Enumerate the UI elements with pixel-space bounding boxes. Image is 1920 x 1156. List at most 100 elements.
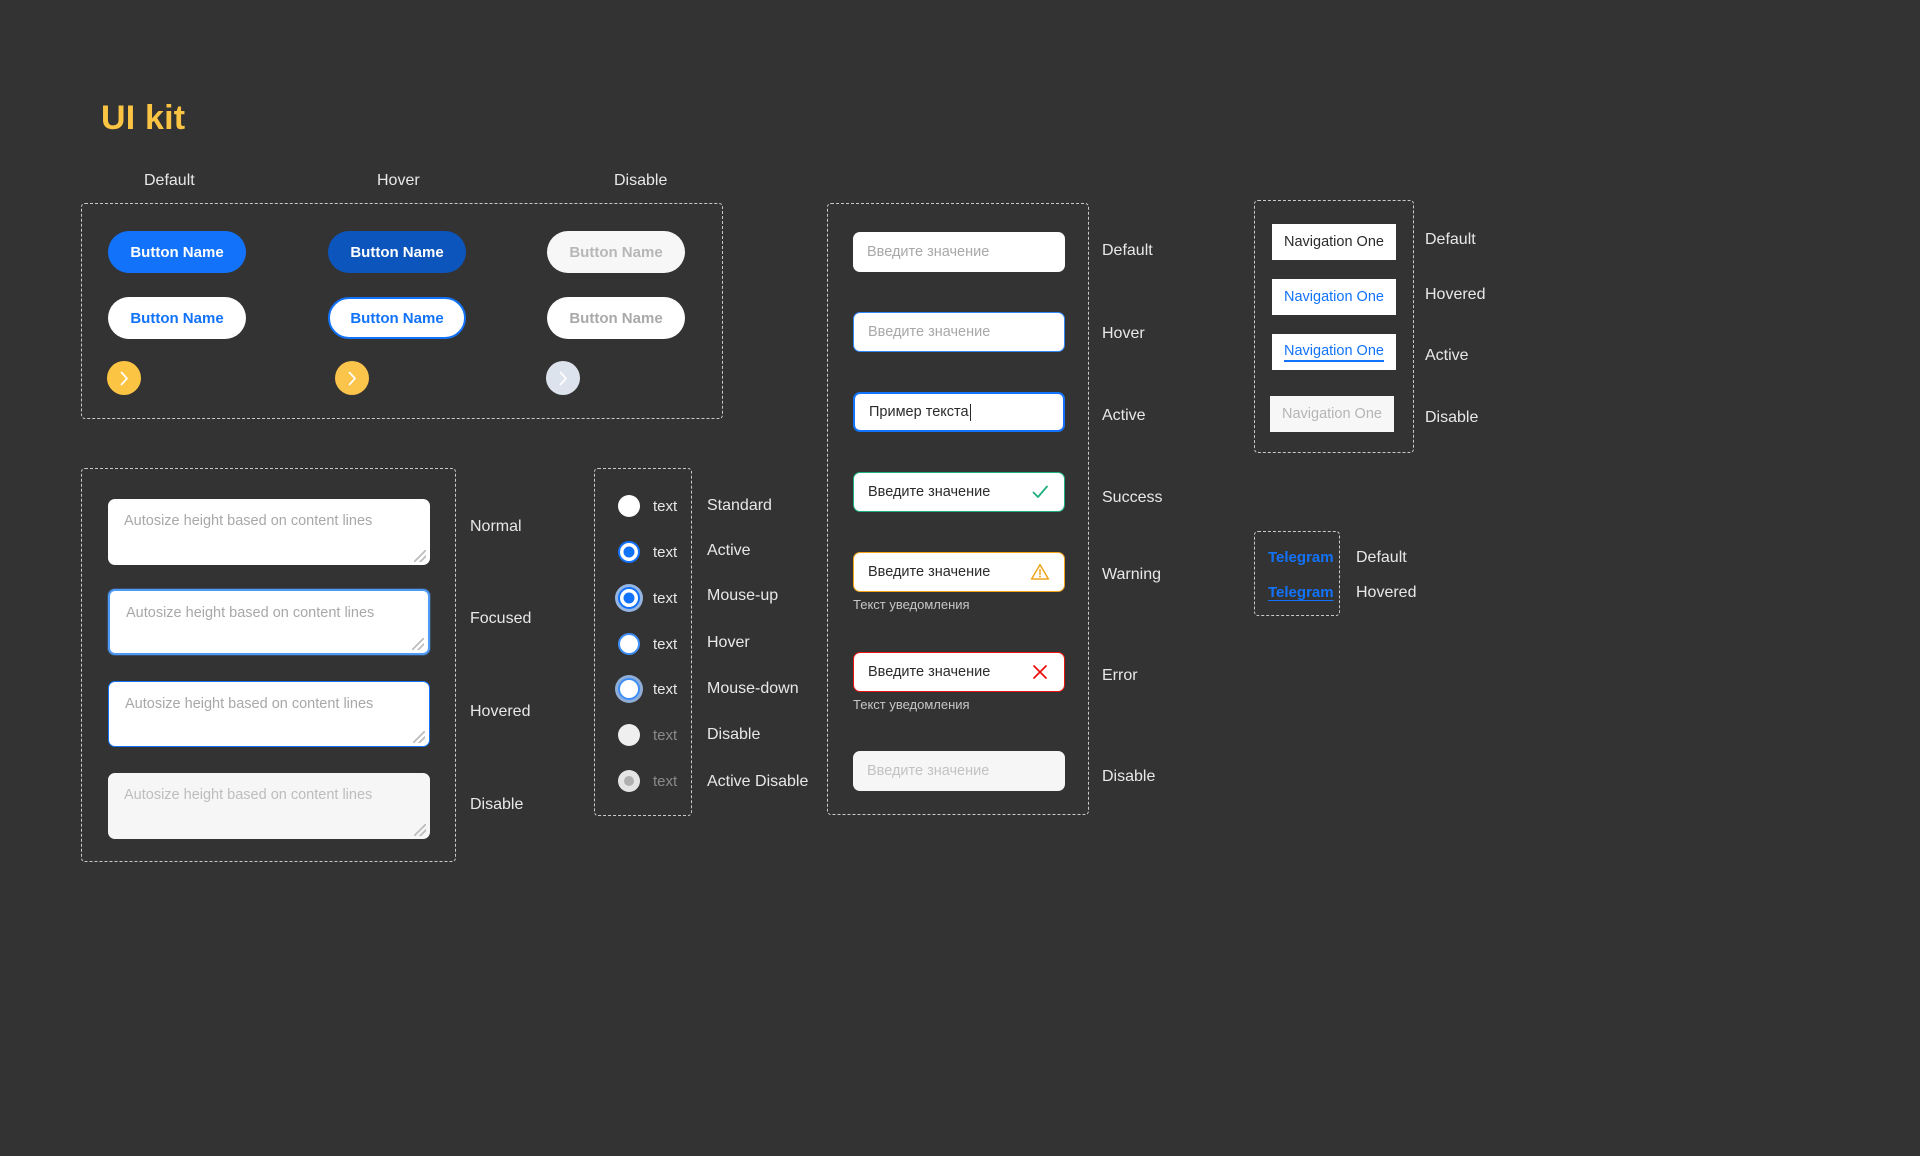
chevron-button-disabled <box>546 361 580 395</box>
radio-state-label-mouse-down: Mouse-down <box>707 680 799 697</box>
radio-icon-hover[interactable] <box>618 633 640 655</box>
input-state-label-default: Default <box>1102 242 1153 259</box>
input-default[interactable]: Введите значение <box>853 232 1065 272</box>
radio-icon-active[interactable] <box>618 541 640 563</box>
close-x-icon <box>1030 662 1050 682</box>
nav-item-label: Navigation One <box>1282 406 1382 422</box>
primary-button-default[interactable]: Button Name <box>108 231 246 273</box>
textarea-placeholder: Autosize height based on content lines <box>124 787 373 803</box>
chevron-button-default[interactable] <box>107 361 141 395</box>
radio-icon-disable <box>618 724 640 746</box>
text-caret <box>969 403 971 421</box>
secondary-button-disabled: Button Name <box>547 297 685 339</box>
textarea-group-frame <box>81 468 456 862</box>
nav-state-label-active: Active <box>1425 347 1469 364</box>
resize-grip-icon[interactable] <box>412 638 424 650</box>
radio-label: text <box>653 589 678 607</box>
input-state-label-warning: Warning <box>1102 566 1161 583</box>
radio-item-mouse-up[interactable]: text <box>618 587 677 609</box>
warning-triangle-icon <box>1030 562 1050 582</box>
textarea-placeholder: Autosize height based on content lines <box>126 605 375 621</box>
nav-item-label: Navigation One <box>1284 234 1384 250</box>
radio-icon-active-disable <box>618 770 640 792</box>
radio-label: text <box>653 680 678 698</box>
input-error[interactable]: Введите значение <box>853 652 1065 692</box>
input-state-label-hover: Hover <box>1102 325 1145 342</box>
radio-icon-mouse-up[interactable] <box>618 587 640 609</box>
telegram-link-default[interactable]: Telegram <box>1268 549 1334 566</box>
radio-item-active[interactable]: text <box>618 541 677 563</box>
radio-item-standard[interactable]: text <box>618 495 677 517</box>
input-placeholder: Введите значение <box>867 244 990 260</box>
input-group-frame <box>827 203 1089 815</box>
input-placeholder: Введите значение <box>868 324 991 340</box>
input-state-label-success: Success <box>1102 489 1163 506</box>
textarea-state-label-disable: Disable <box>470 796 524 813</box>
radio-icon-mouse-down[interactable] <box>618 678 640 700</box>
navigation-group-frame <box>1254 200 1414 453</box>
textarea-normal[interactable]: Autosize height based on content lines <box>108 499 430 565</box>
primary-button-disabled: Button Name <box>547 231 685 273</box>
textarea-placeholder: Autosize height based on content lines <box>125 696 374 712</box>
input-warning[interactable]: Введите значение <box>853 552 1065 592</box>
radio-label: text <box>653 726 678 744</box>
telegram-group-frame <box>1254 531 1340 616</box>
telegram-link-hovered[interactable]: Telegram <box>1268 584 1334 601</box>
nav-item-hovered[interactable]: Navigation One <box>1272 279 1396 315</box>
chevron-button-hover[interactable] <box>335 361 369 395</box>
nav-state-label-hovered: Hovered <box>1425 286 1486 303</box>
radio-item-active-disable: text <box>618 770 677 792</box>
input-success[interactable]: Введите значение <box>853 472 1065 512</box>
radio-label: text <box>653 497 678 515</box>
textarea-focused[interactable]: Autosize height based on content lines <box>108 589 430 655</box>
nav-item-active[interactable]: Navigation One <box>1272 334 1396 370</box>
nav-item-default[interactable]: Navigation One <box>1272 224 1396 260</box>
textarea-hovered[interactable]: Autosize height based on content lines <box>108 681 430 747</box>
input-error-hint: Текст уведомления <box>853 697 970 712</box>
radio-icon-standard[interactable] <box>618 495 640 517</box>
textarea-placeholder: Autosize height based on content lines <box>124 513 373 529</box>
textarea-state-label-normal: Normal <box>470 518 522 535</box>
buttons-column-label-disable: Disable <box>614 172 668 189</box>
input-hover[interactable]: Введите значение <box>853 312 1065 352</box>
radio-label: text <box>653 543 678 561</box>
input-warning-hint: Текст уведомления <box>853 597 970 612</box>
radio-label: text <box>653 635 678 653</box>
input-placeholder: Введите значение <box>867 763 990 779</box>
radio-item-hover[interactable]: text <box>618 633 677 655</box>
nav-state-label-default: Default <box>1425 231 1476 248</box>
primary-button-hover[interactable]: Button Name <box>328 231 466 273</box>
radio-state-label-active-disable: Active Disable <box>707 773 809 790</box>
input-value: Введите значение <box>868 664 991 680</box>
nav-state-label-disable: Disable <box>1425 409 1479 426</box>
textarea-state-label-focused: Focused <box>470 610 532 627</box>
input-state-label-active: Active <box>1102 407 1146 424</box>
radio-label: text <box>653 772 678 790</box>
resize-grip-icon[interactable] <box>414 550 426 562</box>
input-active[interactable]: Пример текста <box>853 392 1065 432</box>
page-title: UI kit <box>101 99 186 137</box>
buttons-group-frame <box>81 203 723 419</box>
input-disabled: Введите значение <box>853 751 1065 791</box>
input-state-label-error: Error <box>1102 667 1138 684</box>
buttons-column-label-hover: Hover <box>377 172 420 189</box>
radio-state-label-standard: Standard <box>707 497 772 514</box>
telegram-state-label-default: Default <box>1356 549 1407 566</box>
secondary-button-default[interactable]: Button Name <box>108 297 246 339</box>
input-state-label-disable: Disable <box>1102 768 1156 785</box>
secondary-button-hover[interactable]: Button Name <box>328 297 466 339</box>
nav-item-disabled: Navigation One <box>1270 396 1394 432</box>
chevron-right-icon <box>559 371 567 385</box>
input-value: Введите значение <box>868 484 991 500</box>
check-icon <box>1030 482 1050 502</box>
resize-grip-icon[interactable] <box>413 731 425 743</box>
input-value: Пример текста <box>869 404 969 420</box>
radio-item-mouse-down[interactable]: text <box>618 678 677 700</box>
chevron-right-icon <box>348 371 356 385</box>
buttons-column-label-default: Default <box>144 172 195 189</box>
radio-state-label-hover: Hover <box>707 634 750 651</box>
textarea-disabled: Autosize height based on content lines <box>108 773 430 839</box>
input-value: Введите значение <box>868 564 991 580</box>
nav-item-label: Navigation One <box>1284 289 1384 305</box>
